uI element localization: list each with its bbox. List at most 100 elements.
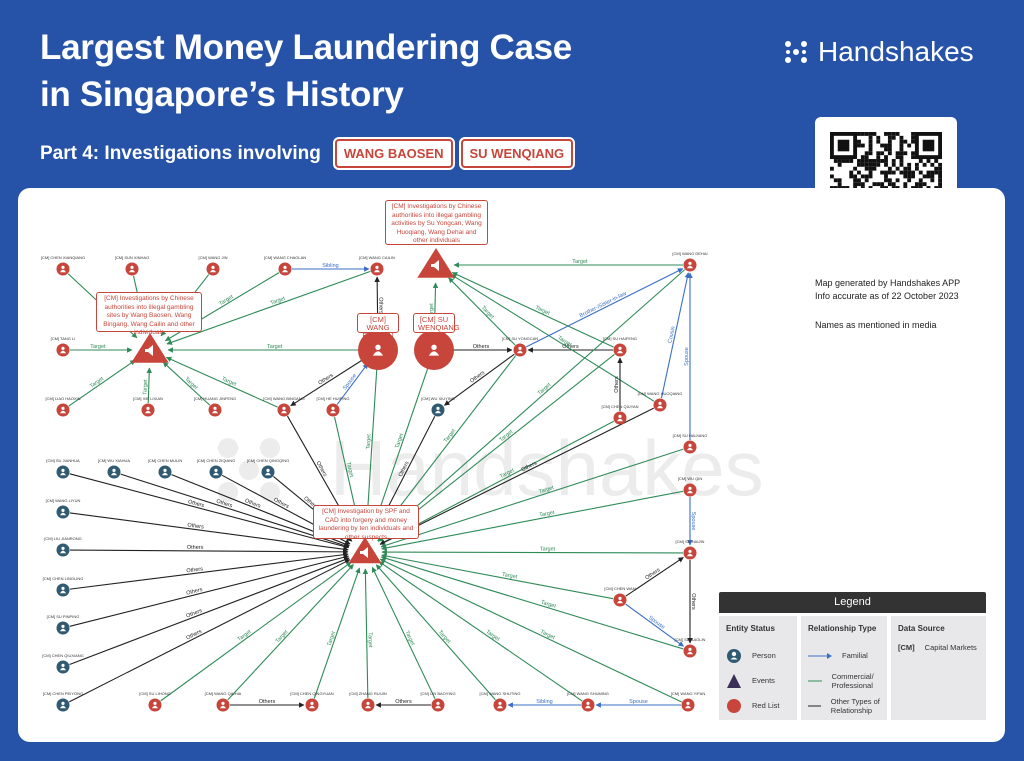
edge-other: Others: [614, 357, 623, 411]
edge-target: Target: [381, 490, 684, 551]
edge-line: [336, 363, 369, 405]
person-icon-body: [428, 351, 440, 356]
red-list-node: [208, 403, 222, 417]
edge-label: Target: [537, 382, 553, 397]
node-su-haijiang[interactable]: [CM] SU HAIJIANG: [673, 433, 708, 454]
node-wang-huoqiang[interactable]: [CM] WANG HUOQIANG: [638, 391, 683, 412]
node-su-wenqiang[interactable]: [414, 330, 454, 370]
edge-target: Target: [166, 270, 371, 345]
node-chen-qiuxiang[interactable]: [CM] CHEN QIUXIANG: [42, 653, 84, 674]
edge-label: Others: [244, 498, 262, 510]
node-wu-xiuying[interactable]: [CM] WU XIUYING: [421, 396, 455, 417]
edge-line: [362, 568, 369, 699]
accuracy-date: Info accurate as of 22 October 2023: [815, 291, 959, 301]
node-label: [CM] CHEN QINGYUAN: [290, 691, 333, 696]
node-lin-baoying[interactable]: [CM] LIN BAOYING: [420, 691, 456, 712]
node-chen-qingyuan[interactable]: [CM] CHEN QINGYUAN: [290, 691, 334, 712]
node-wu-qin[interactable]: [CM] WU QIN: [678, 476, 703, 497]
edge-line: [69, 557, 350, 666]
person-icon: [727, 648, 741, 663]
node-chen-ziqiang[interactable]: [CM] CHEN ZIQIANG: [197, 458, 235, 479]
node-label: [CM] SUN XINHAO: [115, 255, 149, 260]
node-chen-peiyong[interactable]: [CM] CHEN PEIYONG: [43, 691, 83, 712]
node-label: [CM] SU BAOLIN: [675, 637, 706, 642]
node-label: [CM] CHEN MULIN: [148, 458, 183, 463]
red-list-node: [206, 262, 220, 276]
edge-label: Spouse: [684, 347, 690, 366]
person-icon: [61, 468, 65, 472]
node-chen-wan[interactable]: [CM] CHEN WAN: [604, 586, 636, 607]
edge-line: [165, 356, 278, 408]
node-wang-yifan[interactable]: [CM] WANG YIFAN: [671, 691, 706, 712]
node-zhang-ruijin[interactable]: [CM] ZHANG RUIJIN: [349, 691, 387, 712]
node-su-haijin[interactable]: [CM] SU HAIJIN: [676, 539, 705, 560]
red-list-icon: [727, 698, 741, 713]
person-icon: [214, 468, 218, 472]
node-chen-lingling[interactable]: [CM] CHEN LINGLING: [43, 576, 84, 597]
node-wang-jin[interactable]: [CM] WANG JIN: [199, 255, 228, 276]
edge-label: Others: [272, 497, 290, 510]
event-node-e2[interactable]: [417, 248, 455, 278]
node-liu-jianrong[interactable]: [CM] LIU JIANRONG: [44, 536, 82, 557]
node-he-huiping[interactable]: [CM] HE HUIPING: [317, 396, 350, 417]
event-node-e1[interactable]: [131, 333, 169, 363]
node-wang-qiuhai[interactable]: [CM] WANG QIUHAI: [205, 691, 242, 712]
edge-other: Others: [450, 344, 513, 353]
node-su-pinping[interactable]: [CM] SU PINPING: [47, 614, 80, 635]
node-wang-bingang[interactable]: [CM] WANG BINGANG: [263, 396, 305, 417]
node-tang-li[interactable]: [CM] TANG LI: [51, 336, 76, 357]
generated-by: Map generated by Handshakes APP: [815, 278, 961, 288]
node-su-baolin[interactable]: [CM] SU BAOLIN: [675, 637, 706, 658]
legend-heading: Entity Status: [726, 624, 775, 633]
red-list-node: [683, 483, 697, 497]
node-wang-dehai[interactable]: [CM] WANG DEHAI: [672, 251, 708, 272]
person-icon: [61, 406, 65, 410]
node-su-haifeng[interactable]: [CM] SU HAIFENG: [603, 336, 637, 357]
edge-label: Others: [473, 344, 490, 350]
node-su-lihong[interactable]: [CM] SU LIHONG: [139, 691, 171, 712]
edge-label: Target: [540, 547, 556, 553]
node-xie-lixian[interactable]: [CM] XIE LIXIAN: [133, 396, 163, 417]
megaphone-icon: [431, 260, 439, 271]
node-wang-shuming[interactable]: [CM] WANG SHUMING: [567, 691, 609, 712]
person-icon: [61, 663, 65, 668]
node-wang-liyun[interactable]: [CM] WANG LIYUN: [46, 498, 81, 519]
node-label: [CM] WANG BINGANG: [263, 396, 304, 401]
legend-data-source: Data Source [CM]Capital Markets: [891, 616, 986, 720]
edge-other: Others: [687, 560, 696, 644]
legend-person: Person: [752, 651, 776, 660]
handshakes-logo-icon: [785, 41, 807, 63]
person-icon: [688, 261, 692, 265]
node-su-yongcan[interactable]: [CM] SU YONGCAN: [502, 336, 538, 357]
edge-other: Others: [230, 699, 305, 708]
node-chen-qiuyan[interactable]: [CM] CHEN QIUYAN: [601, 404, 639, 425]
person-node: [209, 465, 223, 479]
node-wang-chaolan[interactable]: [CM] WANG CHAOLAN: [264, 255, 306, 276]
node-su-jianhua[interactable]: [CM] SU JIANHUA: [46, 458, 80, 479]
node-wu-xiahua[interactable]: [CM] WU XIAHUA: [98, 458, 131, 479]
node-chen-mulin[interactable]: [CM] CHEN MULIN: [148, 458, 183, 479]
commercial-arrow-icon: [808, 680, 822, 681]
edge-label: Spouse: [342, 373, 358, 392]
edge-line: [380, 555, 684, 650]
node-wang-cailin[interactable]: [CM] WANG CAILIN: [359, 255, 395, 276]
node-chen-xianqiang[interactable]: [CM] CHEN XIANQIANG: [41, 255, 85, 276]
person-icon: [61, 546, 65, 551]
event-node-e3[interactable]: [348, 537, 382, 564]
node-label: [CM] WANG CAILIN: [359, 255, 395, 260]
person-icon-body: [617, 418, 623, 422]
node-wang-baosen[interactable]: [358, 330, 398, 370]
edge-line: [444, 353, 515, 406]
node-wang-shuting[interactable]: [CM] WANG SHUTING: [480, 691, 521, 712]
node-chen-qingqing[interactable]: [CM] CHEN QINGQING: [247, 458, 289, 479]
node-liao-haoxin[interactable]: [CM] LIAO HAOXIN: [45, 396, 81, 417]
watermark-logo-icon: [218, 438, 280, 502]
edge-target: Target: [381, 547, 684, 555]
node-sun-xinhao[interactable]: [CM] SUN XINHAO: [115, 255, 149, 276]
person-icon-body: [60, 410, 66, 414]
red-list-node: [278, 262, 292, 276]
edge-label: Target: [221, 376, 238, 388]
red-list-node: [613, 343, 627, 357]
legend-commercial: Commercial/ Professional: [831, 671, 874, 690]
node-huang-jinfeng[interactable]: [CM] HUANG JINFENG: [194, 396, 236, 417]
